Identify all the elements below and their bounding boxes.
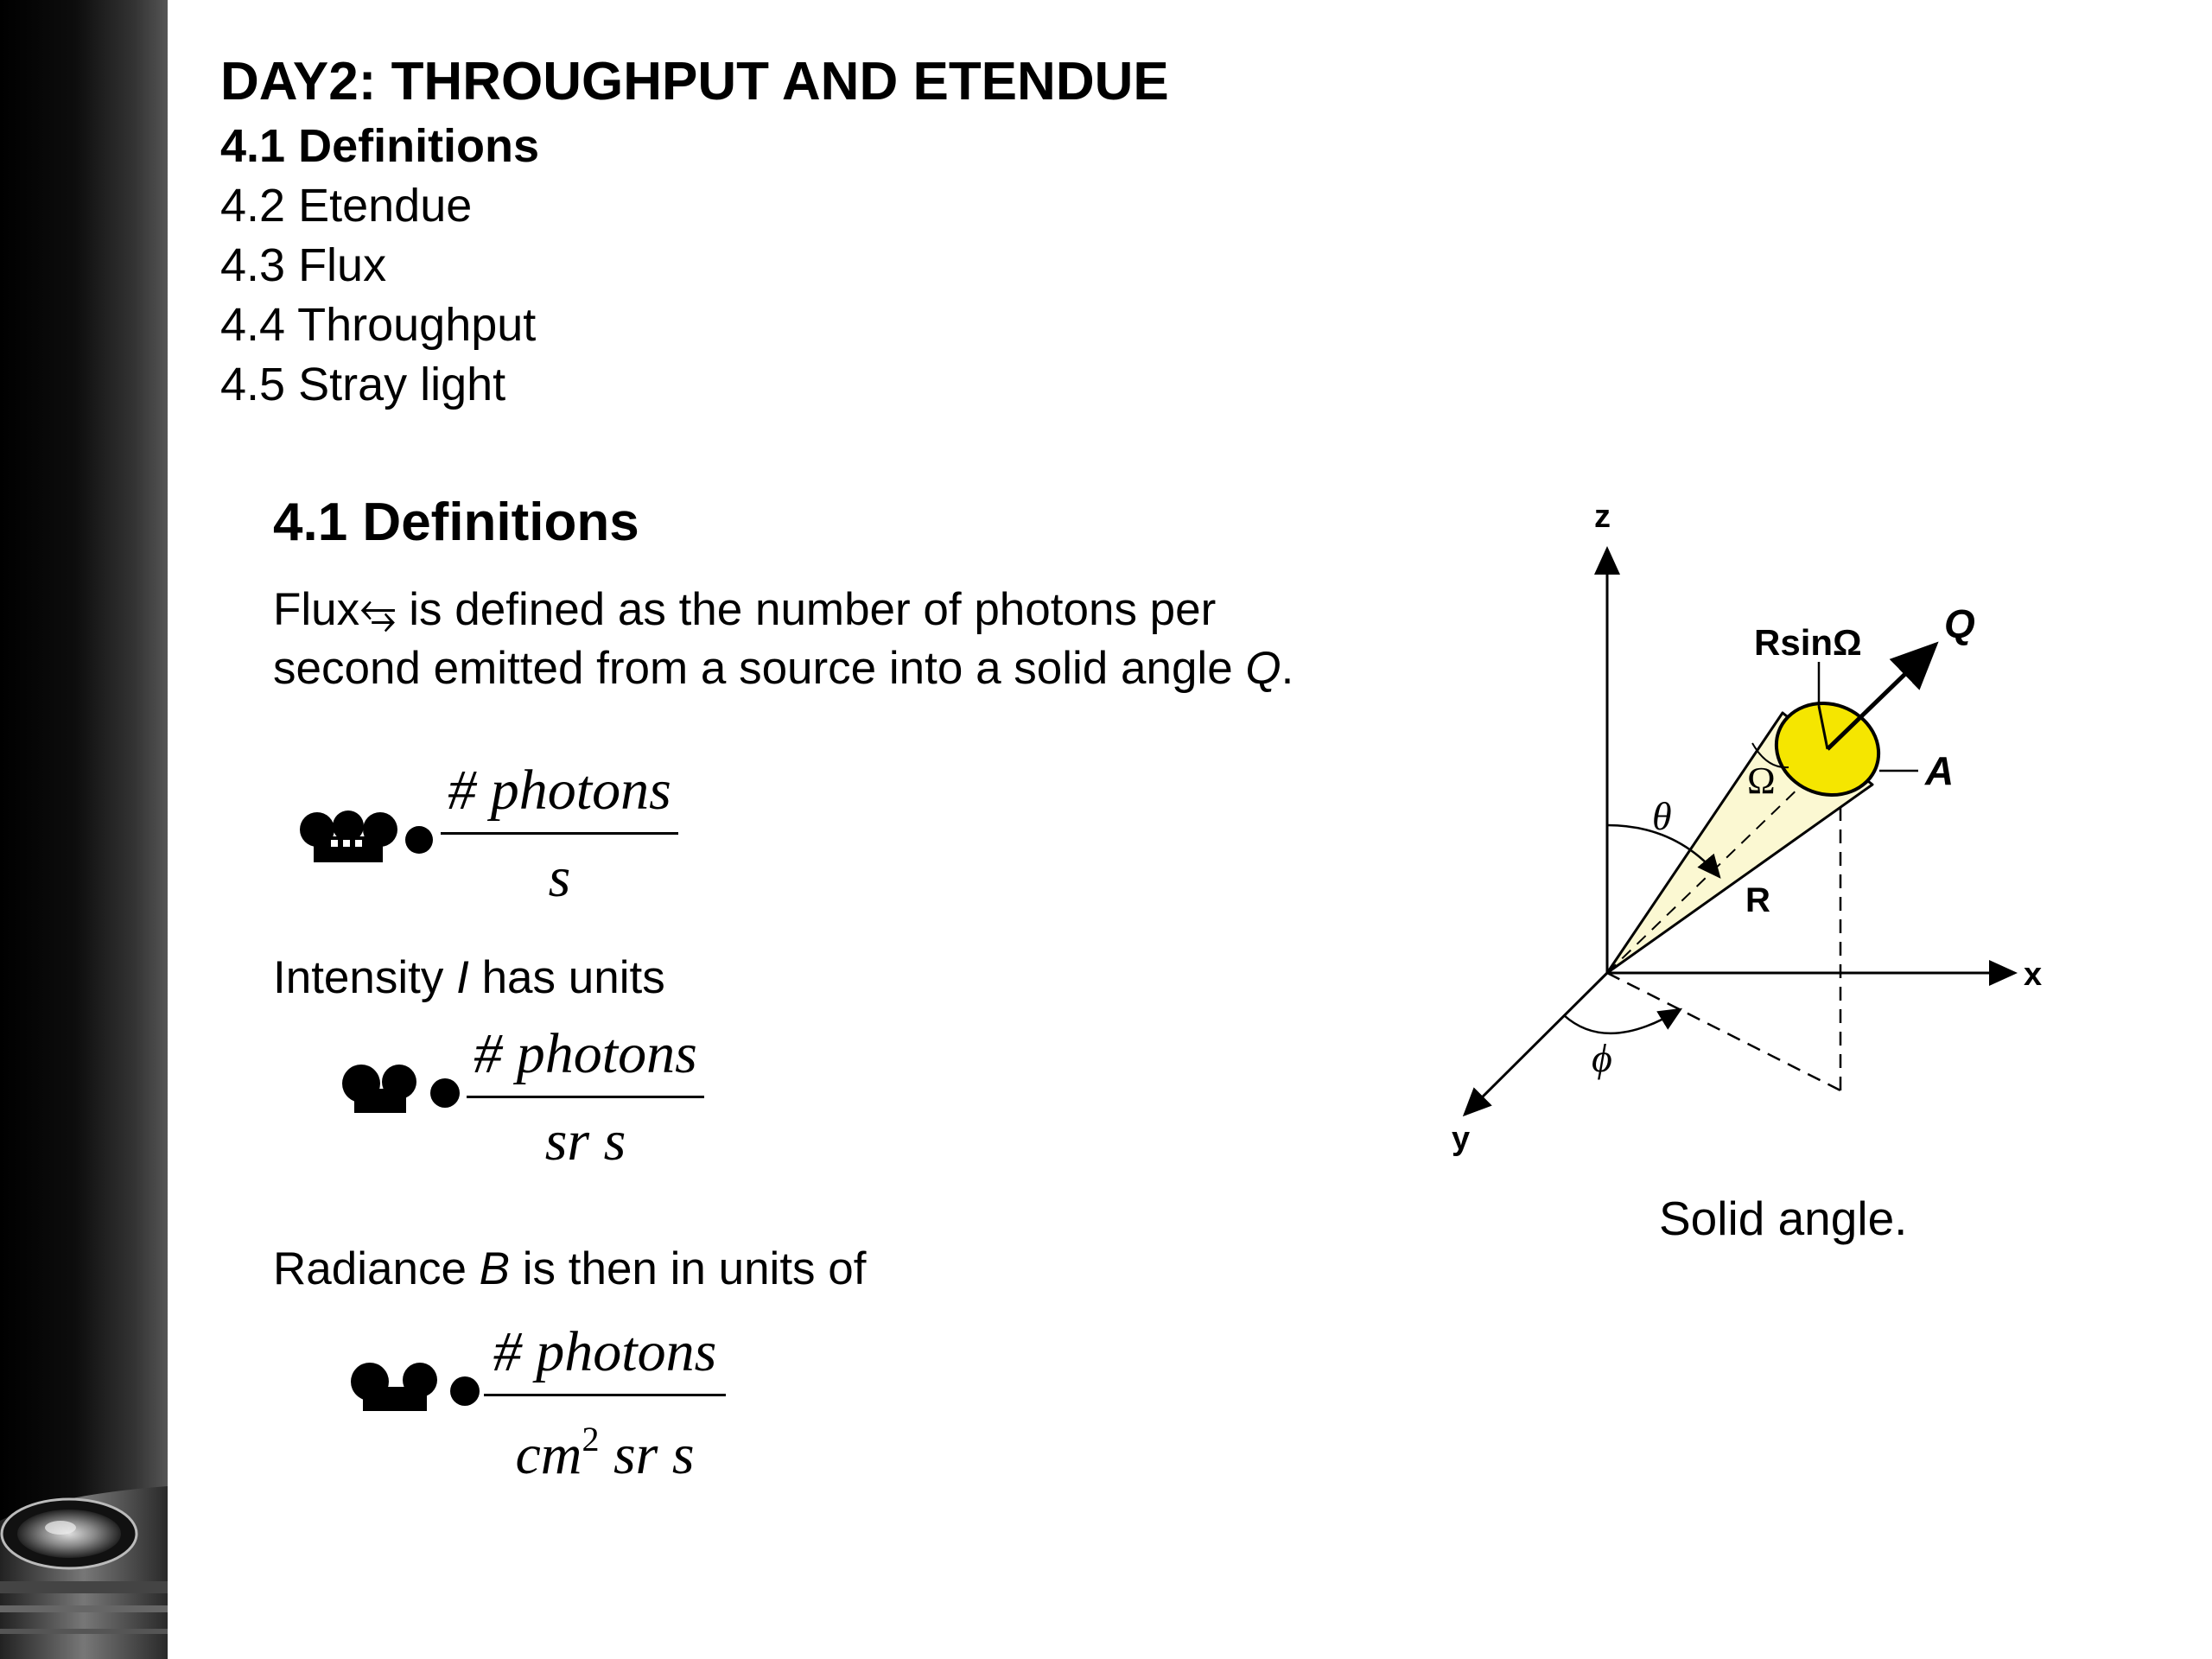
flux-definition-text: is defined as the number of photons per [396,584,1217,635]
toc-item-etendue: 4.2 Etendue [220,180,473,232]
period: . [1281,643,1294,694]
fraction-bar [484,1394,726,1396]
area-label: A [1924,748,1954,793]
deck-title: DAY2: THROUGHPUT AND ETENDUE [220,52,1169,111]
radiance-text: Radiance B is then in units of [273,1240,866,1299]
section-heading: 4.1 Definitions [273,493,639,552]
normal-vector [1826,641,1939,751]
figure-caption: Solid angle. [1659,1192,1908,1245]
flux-units-fraction: # photons s [441,756,678,912]
toc-item-throughput: 4.4 Throughput [220,299,537,351]
radius-label: R [1745,881,1770,919]
radiance-units-fraction: # photons cm2 sr s [484,1318,726,1490]
intensity-text: Intensity I has units [273,949,665,1007]
intensity-symbol-blob [342,1065,460,1113]
denominator-exponent: 2 [582,1420,600,1459]
x-axis-label: x [2024,957,2042,993]
radiance-word: Radiance [273,1243,480,1294]
fraction-bar [441,832,678,835]
flux-definition-line-2: second emitted from a source into a soli… [273,639,1294,698]
flux-definition-line-1: Flux⥃ is defined as the number of photon… [273,581,1216,639]
sidebar-decoration [0,0,168,1659]
solid-angle-diagram: z x y RsinΩ Q A Ω θ ϕ R [1452,499,2042,1157]
toc-item-flux: 4.3 Flux [220,239,387,291]
flux-word: Flux [273,584,360,635]
radiance-symbol: B [479,1243,511,1294]
table-of-contents: DAY2: THROUGHPUT AND ETENDUE 4.1 Definit… [220,48,1169,415]
phi-label: ϕ [1592,1036,1612,1080]
flux-symbol-blob [300,810,433,862]
fraction-denominator: cm2 sr s [484,1405,726,1490]
theta-label: θ [1652,794,1672,838]
denominator-sr-s: sr s [613,1423,695,1486]
radius-sin-label: RsinΩ [1754,622,1862,663]
y-axis-label: y [1452,1121,1470,1157]
z-axis-label: z [1594,499,1611,535]
fraction-numerator: # photons [448,759,671,822]
fraction-denominator: sr s [544,1109,626,1173]
denominator-cm: cm [515,1423,582,1486]
toc-item-definitions: 4.1 Definitions [220,120,540,172]
toc-item-stray-light: 4.5 Stray light [220,359,506,410]
intensity-symbol: I [456,952,469,1003]
radiance-units-text: is then in units of [510,1243,867,1294]
radiance-symbol-blob [351,1363,480,1411]
intensity-word: Intensity [273,952,457,1003]
solid-angle-symbol: Q [1245,643,1281,694]
q-label: Q [1944,601,1975,646]
intensity-units-fraction: # photons sr s [467,1020,704,1176]
fraction-numerator: # photons [474,1022,697,1085]
fraction-numerator: # photons [493,1320,717,1383]
flux-definition-text-2: second emitted from a source into a soli… [273,643,1246,694]
omega-label: Ω [1747,760,1776,802]
camera-lens-image [0,1486,168,1659]
flux-symbol: ⥃ [359,584,397,635]
y-axis [1462,971,1609,1117]
intensity-units-text: has units [468,952,665,1003]
fraction-bar [467,1096,704,1098]
fraction-denominator: s [548,846,571,909]
